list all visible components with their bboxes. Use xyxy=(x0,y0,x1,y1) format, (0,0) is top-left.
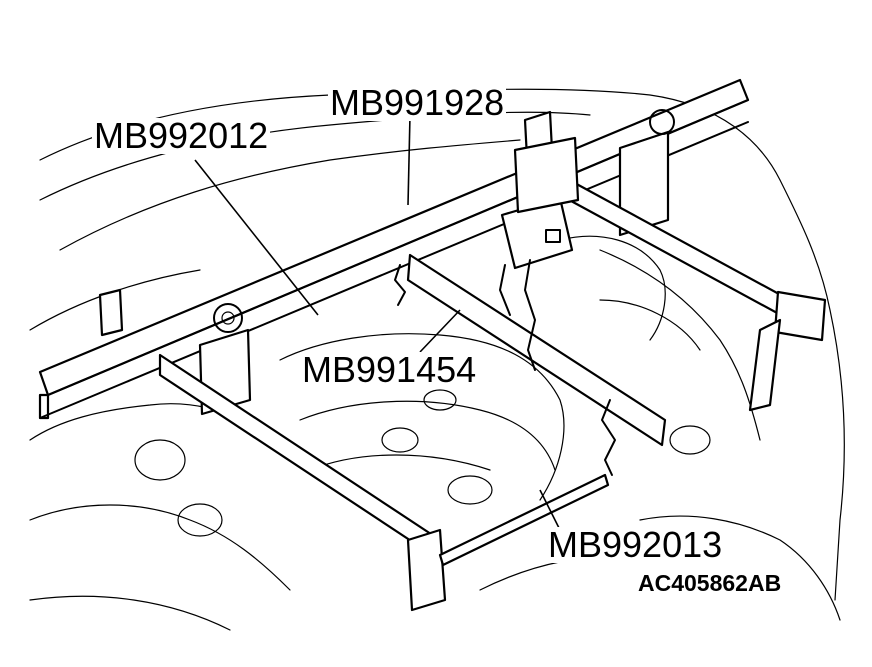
lift-chains xyxy=(394,259,616,476)
callout-mb992012: MB992012 xyxy=(92,115,271,156)
callout-mb991454: MB991454 xyxy=(300,349,479,390)
hook-box xyxy=(500,136,580,270)
figure-id: AC405862AB xyxy=(638,570,782,596)
right-support-foot xyxy=(523,109,827,412)
engine-lift-bar xyxy=(406,253,667,567)
leader-lines xyxy=(194,114,561,531)
callout-mb992013: MB992013 xyxy=(546,524,725,565)
engine-bay-outline xyxy=(29,88,845,631)
callout-mb991928: MB991928 xyxy=(328,82,507,123)
left-support-foot xyxy=(98,288,447,612)
